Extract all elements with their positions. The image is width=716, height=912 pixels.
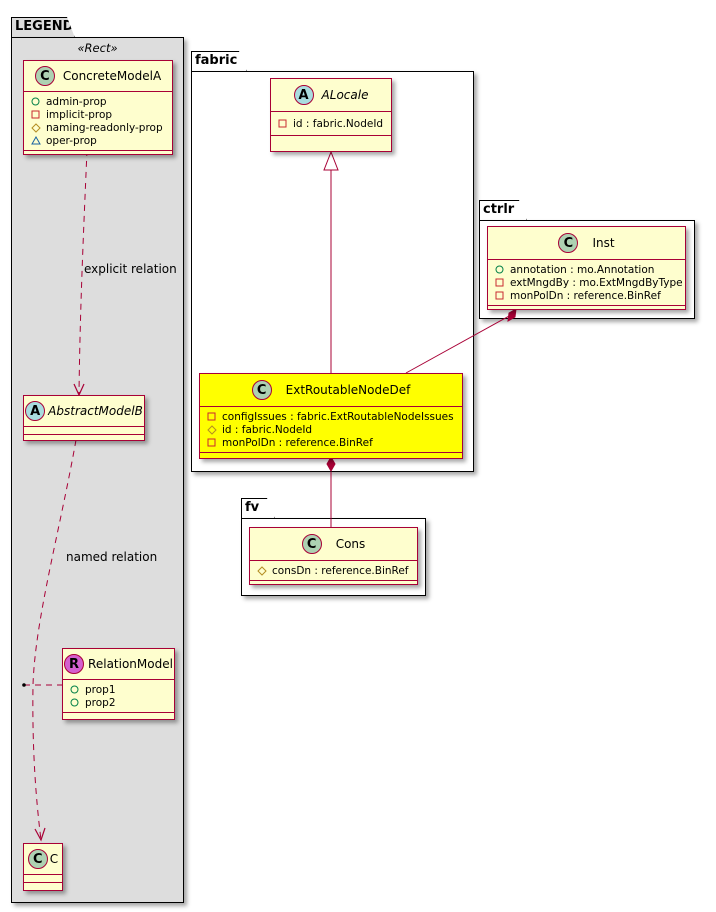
package-name-legend: LEGEND xyxy=(15,19,74,34)
private-visibility-icon xyxy=(494,278,505,288)
legend-stereotype: «Rect» xyxy=(77,41,118,55)
class-relation-model[interactable]: R RelationModel prop1 prop2 xyxy=(62,648,175,720)
attribute-text: annotation : mo.Annotation xyxy=(510,263,655,276)
class-name: Cons xyxy=(335,537,366,551)
package-visibility-icon xyxy=(30,136,41,146)
attribute-text: implicit-prop xyxy=(46,108,113,121)
package-tab-ctrlr: ctrlr xyxy=(479,200,527,221)
class-c-icon: C xyxy=(301,534,322,554)
attribute-text: id : fabric.NodeId xyxy=(293,117,384,130)
attribute-row: id : fabric.NodeId xyxy=(206,423,456,436)
class-name: ConcreteModelA xyxy=(62,69,162,83)
attribute-row: annotation : mo.Annotation xyxy=(494,263,679,276)
class-name: Inst xyxy=(592,236,615,250)
package-name-fv: fv xyxy=(245,500,260,515)
attribute-row: monPolDn : reference.BinRef xyxy=(206,436,456,449)
public-visibility-icon xyxy=(494,265,505,275)
public-visibility-icon xyxy=(69,685,80,695)
attribute-row: implicit-prop xyxy=(30,108,166,121)
attribute-text: consDn : reference.BinRef xyxy=(272,564,409,577)
attribute-row: configIssues : fabric.ExtRoutableNodeIss… xyxy=(206,410,456,423)
attribute-text: prop2 xyxy=(85,696,116,709)
attribute-row: prop1 xyxy=(69,683,168,696)
class-abstract-icon: A xyxy=(25,401,46,421)
attribute-row: naming-readonly-prop xyxy=(30,121,166,134)
attribute-text: admin-prop xyxy=(46,95,107,108)
class-name: ExtRoutableNodeDef xyxy=(285,383,411,397)
private-visibility-icon xyxy=(206,438,217,448)
class-c-icon: C xyxy=(27,849,48,869)
private-visibility-icon xyxy=(277,119,288,129)
package-tab-fabric: fabric xyxy=(191,51,247,72)
class-c[interactable]: C C xyxy=(23,843,63,891)
package-tab-legend: LEGEND xyxy=(11,17,75,38)
protected-visibility-icon xyxy=(30,122,41,133)
class-abstract-icon: A xyxy=(293,85,314,105)
class-ext-routable-node-def[interactable]: C ExtRoutableNodeDef configIssues : fabr… xyxy=(199,373,463,459)
class-concrete-model-a[interactable]: C ConcreteModelA admin-prop implicit-pro… xyxy=(23,60,173,155)
class-abstract-model-b[interactable]: A AbstractModelB xyxy=(23,395,145,441)
class-alocale[interactable]: A ALocale id : fabric.NodeId xyxy=(270,78,392,152)
class-cons[interactable]: C Cons consDn : reference.BinRef xyxy=(249,527,418,585)
public-visibility-icon xyxy=(69,698,80,708)
attribute-row: prop2 xyxy=(69,696,168,709)
class-relation-icon: R xyxy=(64,654,85,674)
private-visibility-icon xyxy=(30,110,41,120)
attribute-text: configIssues : fabric.ExtRoutableNodeIss… xyxy=(222,410,454,423)
attribute-text: prop1 xyxy=(85,683,116,696)
class-c-icon: C xyxy=(558,233,579,253)
attribute-row: extMngdBy : mo.ExtMngdByType xyxy=(494,276,683,289)
attribute-text: monPolDn : reference.BinRef xyxy=(222,436,373,449)
attribute-text: naming-readonly-prop xyxy=(46,121,163,134)
attribute-row: admin-prop xyxy=(30,95,166,108)
private-visibility-icon xyxy=(494,291,505,301)
package-legend: «Rect» xyxy=(11,37,184,903)
package-name-ctrlr: ctrlr xyxy=(483,202,515,217)
protected-visibility-icon xyxy=(206,424,217,435)
attribute-row: monPolDn : reference.BinRef xyxy=(494,289,679,302)
attribute-text: id : fabric.NodeId xyxy=(222,423,313,436)
class-name: ALocale xyxy=(321,88,369,102)
attribute-text: monPolDn : reference.BinRef xyxy=(510,289,661,302)
public-visibility-icon xyxy=(30,97,41,107)
class-c-icon: C xyxy=(251,380,272,400)
package-name-fabric: fabric xyxy=(195,53,238,68)
attribute-text: extMngdBy : mo.ExtMngdByType xyxy=(510,276,683,289)
class-c-icon: C xyxy=(34,66,55,86)
private-visibility-icon xyxy=(206,412,217,422)
class-name: AbstractModelB xyxy=(48,404,143,418)
class-inst[interactable]: C Inst annotation : mo.Annotation extMng… xyxy=(487,226,686,310)
explicit-relation-label: explicit relation xyxy=(84,262,177,276)
class-name: RelationModel xyxy=(88,657,173,671)
class-name: C xyxy=(49,852,59,866)
protected-visibility-icon xyxy=(256,565,267,576)
package-tab-fv: fv xyxy=(241,498,275,519)
attribute-text: oper-prop xyxy=(46,134,97,147)
attribute-row: oper-prop xyxy=(30,134,166,147)
named-relation-label: named relation xyxy=(66,550,158,564)
attribute-row: consDn : reference.BinRef xyxy=(256,564,411,577)
attribute-row: id : fabric.NodeId xyxy=(277,117,385,130)
